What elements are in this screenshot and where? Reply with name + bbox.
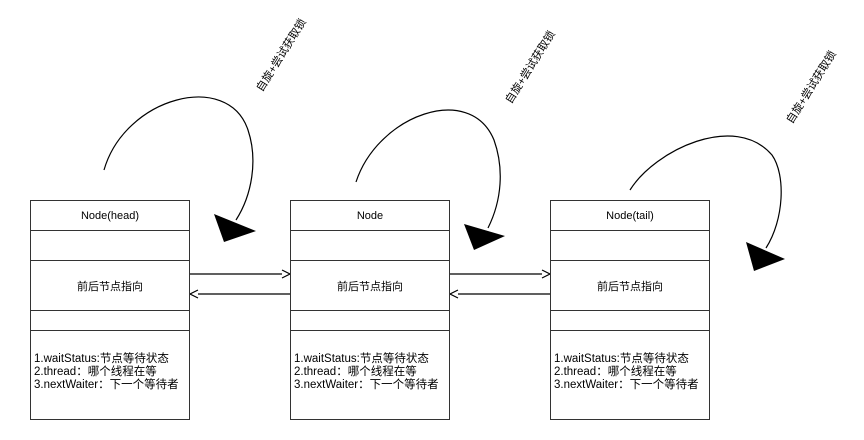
field-next-waiter: 3.nextWaiter：下一个等待者 xyxy=(294,379,439,391)
node-empty-row xyxy=(551,231,709,261)
field-next-waiter: 3.nextWaiter：下一个等待者 xyxy=(554,379,699,391)
node-middle: Node 前后节点指向 1.waitStatus:节点等待状态 2.thread… xyxy=(290,200,450,420)
next-arrowhead-2 xyxy=(541,269,552,279)
field-next-waiter: 3.nextWaiter：下一个等待者 xyxy=(34,379,179,391)
field-thread: 2.thread：哪个线程在等 xyxy=(554,366,677,378)
node-pointer-row: 前后节点指向 xyxy=(31,261,189,311)
spin-arrowhead-node xyxy=(464,224,505,250)
field-wait-status: 1.waitStatus:节点等待状态 xyxy=(294,353,429,365)
node-title: Node xyxy=(291,201,449,231)
node-fields: 1.waitStatus:节点等待状态 2.thread：哪个线程在等 3.ne… xyxy=(291,331,449,419)
node-empty-row xyxy=(291,231,449,261)
node-empty-row xyxy=(31,231,189,261)
node-pointer-row: 前后节点指向 xyxy=(551,261,709,311)
node-title: Node(tail) xyxy=(551,201,709,231)
field-thread: 2.thread：哪个线程在等 xyxy=(34,366,157,378)
spin-arrowhead-head xyxy=(214,214,256,242)
node-fields: 1.waitStatus:节点等待状态 2.thread：哪个线程在等 3.ne… xyxy=(551,331,709,419)
node-head: Node(head) 前后节点指向 1.waitStatus:节点等待状态 2.… xyxy=(30,200,190,420)
field-thread: 2.thread：哪个线程在等 xyxy=(294,366,417,378)
spin-arrowhead-tail xyxy=(746,242,785,271)
node-pointer-row: 前后节点指向 xyxy=(291,261,449,311)
field-wait-status: 1.waitStatus:节点等待状态 xyxy=(34,353,169,365)
node-fields: 1.waitStatus:节点等待状态 2.thread：哪个线程在等 3.ne… xyxy=(31,331,189,419)
field-wait-status: 1.waitStatus:节点等待状态 xyxy=(554,353,689,365)
node-title: Node(head) xyxy=(31,201,189,231)
prev-arrowhead-2 xyxy=(448,289,459,299)
node-empty-row xyxy=(31,311,189,331)
spin-arc-node xyxy=(355,109,501,229)
prev-arrowhead-1 xyxy=(188,289,199,299)
next-arrowhead-1 xyxy=(281,269,292,279)
node-tail: Node(tail) 前后节点指向 1.waitStatus:节点等待状态 2.… xyxy=(550,200,710,420)
node-empty-row xyxy=(551,311,709,331)
spin-arc-head xyxy=(103,96,254,221)
spin-arc-tail xyxy=(629,135,782,249)
node-empty-row xyxy=(291,311,449,331)
